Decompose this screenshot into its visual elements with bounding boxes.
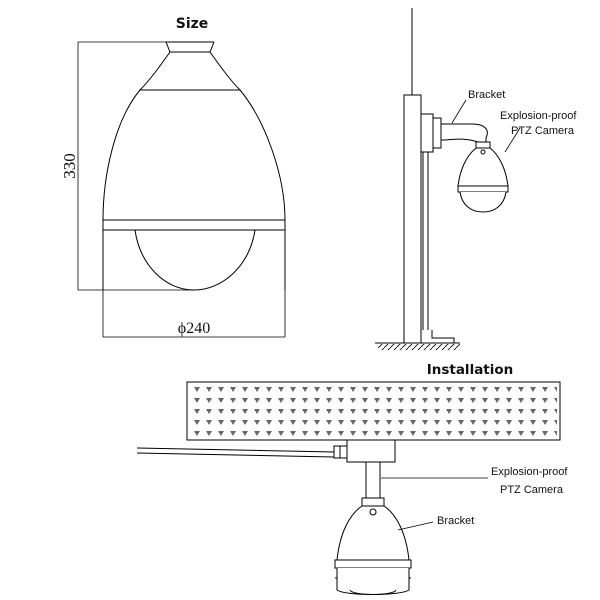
pole-base-foot (431, 330, 455, 343)
height-dimension-lines (77, 41, 194, 291)
ceiling-camera-lower (336, 568, 410, 595)
installation-title: Installation (427, 362, 514, 378)
cable-line-bottom (136, 452, 335, 458)
camera-leader (504, 127, 521, 153)
camera-lower-ring (102, 219, 286, 231)
ceiling-camera-mount (361, 497, 385, 507)
ground-hatch (378, 344, 460, 350)
pole-clamp-plate (432, 117, 442, 149)
camera-upper-housing (138, 51, 242, 91)
camera-main-body (102, 89, 286, 221)
small-camera-dome (459, 191, 507, 213)
pole-camera-label-1: Explosion-proof (500, 110, 577, 122)
pole-mount-drawing (375, 8, 509, 344)
ceiling-camera-dome (349, 589, 397, 595)
ceiling-camera-screw (369, 508, 377, 516)
install-bracket-leader (397, 521, 434, 531)
ceiling (186, 381, 561, 441)
small-camera-mount (475, 141, 491, 149)
diameter-dimension-lines (102, 230, 286, 338)
ceiling-pattern (190, 385, 557, 437)
height-dimension-label: 330 (60, 153, 79, 179)
small-camera-ring (457, 185, 509, 193)
cable-line-top (136, 447, 335, 453)
pole-clamp (420, 113, 434, 153)
pole-camera-label-2: PTZ Camera (511, 125, 575, 137)
pole (403, 94, 422, 344)
camera-top-neck (165, 41, 215, 53)
ceiling-camera-ring (334, 559, 412, 569)
camera-dome (102, 230, 286, 290)
bracket-arm (441, 123, 488, 142)
ceiling-camera-body (336, 505, 410, 561)
diameter-dimension-label: ϕ240 (178, 320, 210, 337)
camera-dome-glass (134, 229, 256, 291)
ceiling-mount-drawing (136, 439, 412, 595)
bracket-arm-lower (440, 138, 479, 143)
pole-bracket-label: Bracket (468, 89, 505, 101)
install-bracket-label: Bracket (437, 515, 474, 527)
junction-box (346, 439, 396, 463)
install-camera-label-1: Explosion-proof (491, 466, 568, 478)
small-camera-screw (480, 149, 486, 155)
size-title: Size (176, 16, 209, 32)
bracket-leader (451, 99, 467, 124)
size-drawing (102, 41, 286, 291)
pendant-pipe (365, 461, 381, 499)
install-camera-label-2: PTZ Camera (500, 484, 564, 496)
